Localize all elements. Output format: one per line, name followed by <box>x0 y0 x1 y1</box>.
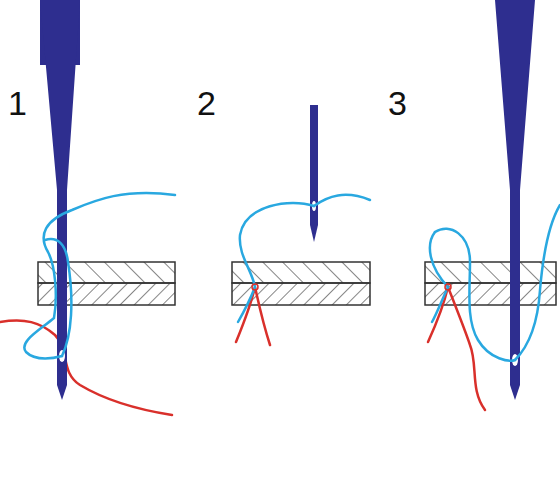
panel-number: 2 <box>197 86 216 120</box>
needle-thread <box>314 195 370 206</box>
bobbin-thread <box>0 321 172 415</box>
panel-number: 1 <box>8 86 27 120</box>
needle <box>310 105 318 242</box>
needle-thread <box>24 193 175 359</box>
panel-two <box>232 105 370 345</box>
needle <box>40 0 80 400</box>
panel-one <box>0 0 175 415</box>
bobbin-thread <box>428 287 485 410</box>
needle-thread <box>430 232 448 322</box>
fabric-upper <box>425 262 556 283</box>
panel-three <box>425 0 560 410</box>
panel-number: 3 <box>388 86 407 120</box>
